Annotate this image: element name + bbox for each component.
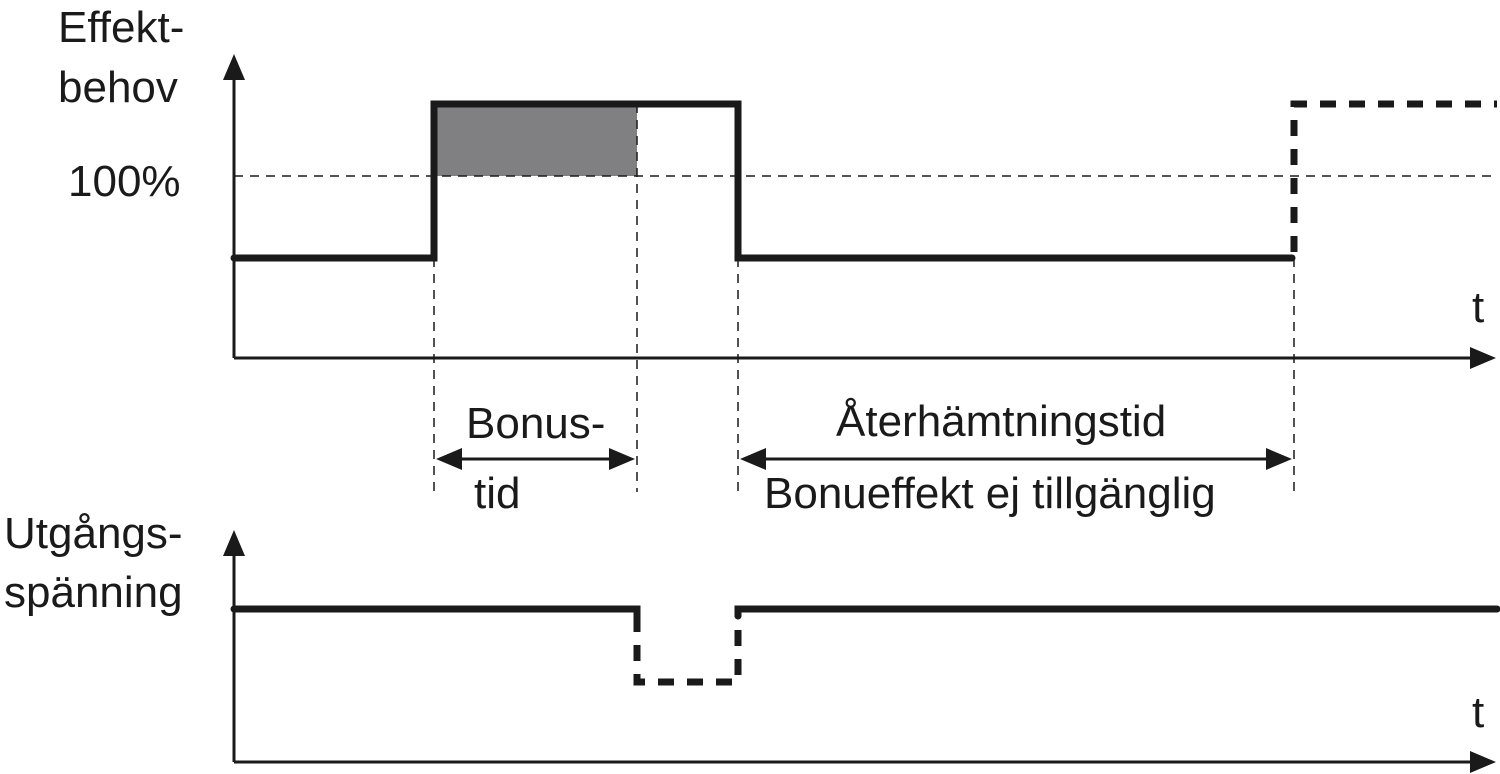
bonus-time-arrow-left: [436, 448, 462, 470]
bonus-energy-area: [434, 104, 637, 176]
output-voltage-signal-before: [230, 605, 641, 620]
level-100-label: 100%: [68, 157, 181, 206]
bottom-y-axis-label-line1: Utgångs-: [4, 509, 183, 558]
bottom-x-axis-arrowhead: [1470, 751, 1496, 773]
bonus-time-arrow-right: [609, 448, 635, 470]
top-x-axis-arrowhead: [1470, 347, 1496, 369]
top-x-axis-label: t: [1472, 283, 1484, 332]
top-y-axis-label-line2: behov: [58, 63, 178, 112]
output-voltage-signal-after: [734, 605, 1500, 620]
recovery-time-arrow-left: [740, 448, 766, 470]
top-y-axis-label-line1: Effekt-: [58, 3, 184, 52]
bonus-unavailable-label: Bonueffekt ej tillgänglig: [764, 469, 1216, 518]
bottom-y-axis-arrowhead: [223, 530, 245, 556]
power-demand-signal-dashed: [1290, 100, 1497, 252]
output-voltage-signal-drop: [633, 616, 742, 686]
bonus-time-label-line1: Bonus-: [466, 399, 605, 448]
top-y-axis-arrowhead: [223, 54, 245, 80]
recovery-time-arrow-right: [1266, 448, 1292, 470]
recovery-time-label: Återhämtningstid: [836, 397, 1166, 446]
power-demand-signal: [230, 100, 1296, 262]
bonus-time-label-line2: tid: [474, 469, 520, 518]
bottom-y-axis-label-line2: spänning: [4, 568, 183, 617]
bottom-x-axis-label: t: [1472, 688, 1484, 737]
